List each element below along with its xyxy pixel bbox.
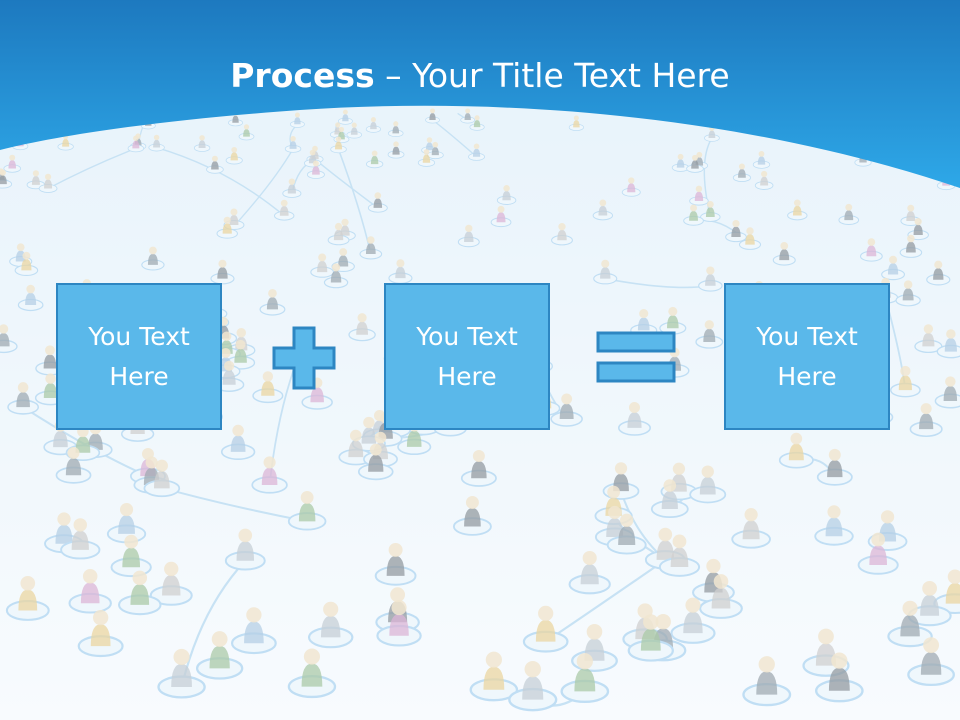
text-box-3[interactable]: You Text Here — [724, 283, 890, 430]
text-box-2-line1: You Text — [416, 321, 518, 351]
title-rest: – Your Title Text Here — [374, 56, 730, 95]
title-bold: Process — [230, 56, 375, 95]
plus-icon — [272, 326, 336, 390]
equals-icon — [596, 331, 676, 383]
page-title: Process – Your Title Text Here — [0, 52, 960, 100]
text-box-2-line2: Here — [437, 361, 497, 391]
text-box-1-line2: Here — [109, 361, 169, 391]
text-box-1[interactable]: You Text Here — [56, 283, 222, 430]
text-box-3-line2: Here — [777, 361, 837, 391]
text-box-2[interactable]: You Text Here — [384, 283, 550, 430]
text-box-1-line1: You Text — [88, 321, 190, 351]
text-box-3-line1: You Text — [756, 321, 858, 351]
header-band — [0, 0, 960, 188]
